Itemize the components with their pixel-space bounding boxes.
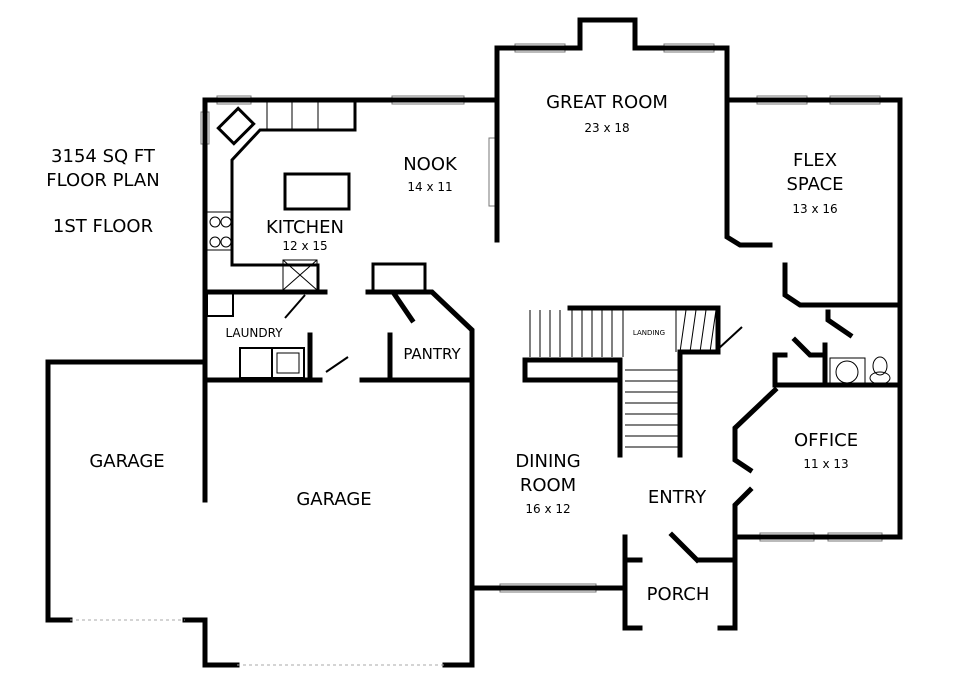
garage-doors (70, 619, 445, 666)
landing-label: LANDING (633, 329, 665, 337)
info-title: FLOOR PLAN (46, 170, 159, 191)
kitchen-dim: 12 x 15 (282, 239, 327, 253)
flex-label-2: SPACE (786, 174, 843, 195)
porch-label: PORCH (647, 584, 710, 605)
walls (45, 17, 903, 668)
great-room-label: GREAT ROOM (546, 92, 668, 113)
nook-label: NOOK (403, 154, 458, 175)
pantry-label: PANTRY (403, 345, 461, 363)
great-room-dim: 23 x 18 (584, 121, 629, 135)
info-floor: 1ST FLOOR (53, 216, 153, 237)
info-sqft: 3154 SQ FT (51, 146, 156, 167)
nook-dim: 14 x 11 (407, 180, 452, 194)
office-label: OFFICE (794, 430, 858, 451)
garage-left-label: GARAGE (89, 451, 164, 472)
entry-label: ENTRY (648, 487, 707, 508)
laundry-label: LAUNDRY (225, 326, 283, 340)
office-dim: 11 x 13 (803, 457, 848, 471)
garage-main-label: GARAGE (296, 489, 371, 510)
kitchen-label: KITCHEN (266, 217, 344, 238)
flex-dim: 13 x 16 (792, 202, 837, 216)
kitchen-fixtures (206, 98, 891, 385)
dining-label-1: DINING (515, 451, 580, 472)
dining-label-2: ROOM (520, 475, 576, 496)
dining-dim: 16 x 12 (525, 502, 570, 516)
staircase (529, 309, 717, 448)
flex-label-1: FLEX (793, 150, 837, 171)
